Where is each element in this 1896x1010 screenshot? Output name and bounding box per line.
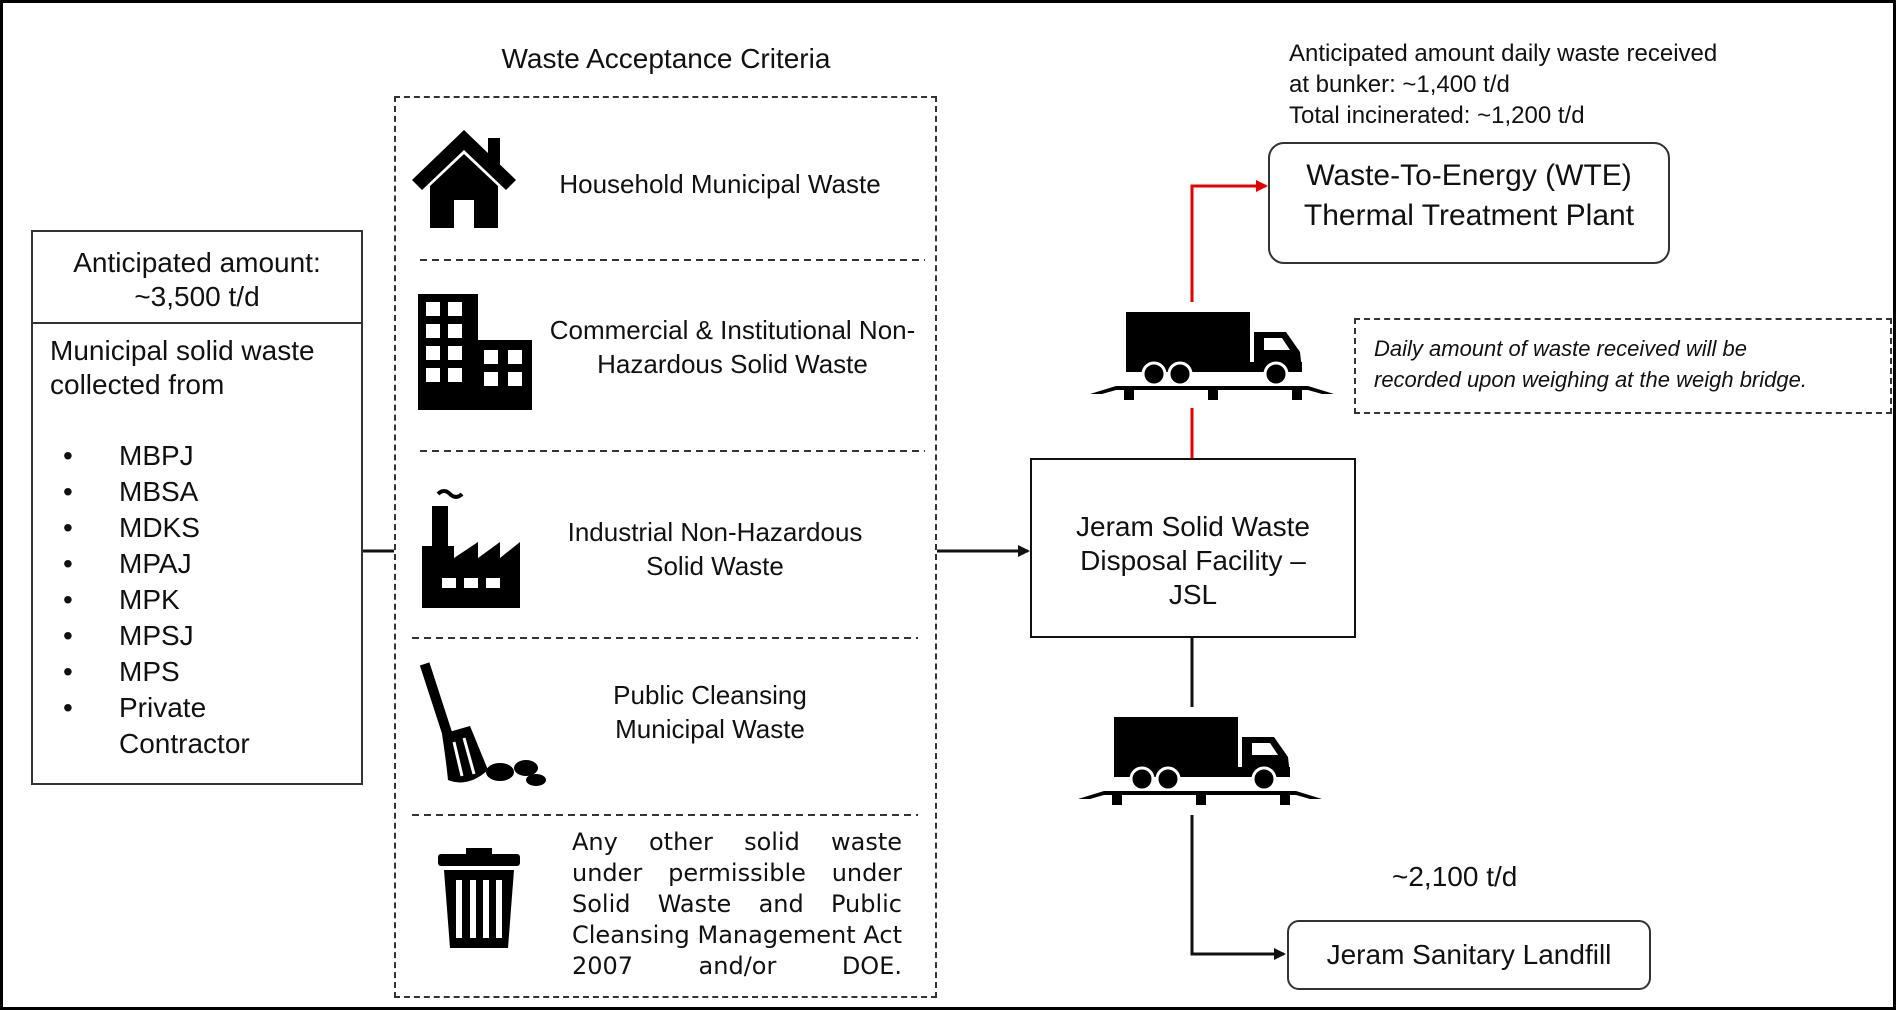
wte-info: Anticipated amount daily waste received … xyxy=(1289,38,1809,131)
category-label-household: Household Municipal Waste xyxy=(559,169,881,199)
truck-weighbridge-icon xyxy=(1078,717,1322,805)
house-icon xyxy=(412,130,516,228)
wte-line1: Waste-To-Energy (WTE) xyxy=(1306,159,1632,192)
facility-box: Jeram Solid Waste Disposal Facility – JS… xyxy=(1030,458,1356,638)
source-item: MPAJ xyxy=(43,546,353,582)
landfill-amount: ~2,100 t/d xyxy=(1392,861,1518,892)
source-amount-value: ~3,500 t/d xyxy=(134,281,260,312)
criteria-title: Waste Acceptance Criteria xyxy=(501,43,831,74)
wte-plant-box: Waste-To-Energy (WTE) Thermal Treatment … xyxy=(1268,142,1670,264)
category-label-industrial: Industrial Non-Hazardous Solid Waste xyxy=(567,517,863,581)
weighbridge-to-landfill-arrow xyxy=(1190,815,1286,960)
category-label-commercial: Commercial & Institutional Non-Hazardous… xyxy=(549,315,916,379)
category-label-public-cleansing: Public Cleansing Municipal Waste xyxy=(613,680,807,744)
trash-bin-icon xyxy=(438,848,520,948)
wte-line2: Thermal Treatment Plant xyxy=(1303,199,1635,232)
facility-line1: Jeram Solid Waste xyxy=(1076,511,1310,542)
source-item: MPSJ xyxy=(43,618,353,654)
facility-line3: JSL xyxy=(1168,579,1218,610)
truck-weighbridge-icon xyxy=(1090,312,1334,400)
weighbridge-note-line1: Daily amount of waste received will be xyxy=(1374,336,1747,361)
category-label-other: Any other solid waste under permissible … xyxy=(572,828,902,980)
source-item: MPK xyxy=(43,582,353,618)
wte-info-line1: Anticipated amount daily waste received xyxy=(1289,40,1718,67)
office-building-icon xyxy=(418,294,532,410)
weighbridge-note-line2: recorded upon weighing at the weigh brid… xyxy=(1374,367,1807,392)
source-item: MBPJ xyxy=(43,438,353,474)
landfill-label: Jeram Sanitary Landfill xyxy=(1326,939,1612,970)
source-description-line1: Municipal solid waste xyxy=(50,335,315,366)
source-list: MBPJ MBSA MDKS MPAJ MPK MPSJ MPS Private… xyxy=(43,438,353,762)
wte-info-line3: Total incinerated: ~1,200 t/d xyxy=(1289,102,1585,129)
criteria-box xyxy=(394,96,937,998)
source-amount-section: Anticipated amount: ~3,500 t/d xyxy=(33,232,361,324)
broom-icon xyxy=(419,662,546,786)
wte-info-line2: at bunker: ~1,400 t/d xyxy=(1289,71,1510,98)
source-description-line2: collected from xyxy=(50,369,225,400)
facility-line2: Disposal Facility – xyxy=(1080,545,1306,576)
weighbridge-note-box: Daily amount of waste received will be r… xyxy=(1354,318,1892,414)
source-item: MPS xyxy=(43,654,353,690)
factory-icon xyxy=(422,489,520,608)
source-item: Private Contractor xyxy=(43,690,353,762)
weighbridge-to-wte-red-arrow xyxy=(1190,180,1268,302)
source-item: MDKS xyxy=(43,510,353,546)
source-box: Anticipated amount: ~3,500 t/d Municipal… xyxy=(31,230,363,785)
source-amount-label: Anticipated amount: xyxy=(73,247,321,278)
landfill-box: Jeram Sanitary Landfill xyxy=(1287,920,1651,990)
source-item: MBSA xyxy=(43,474,353,510)
